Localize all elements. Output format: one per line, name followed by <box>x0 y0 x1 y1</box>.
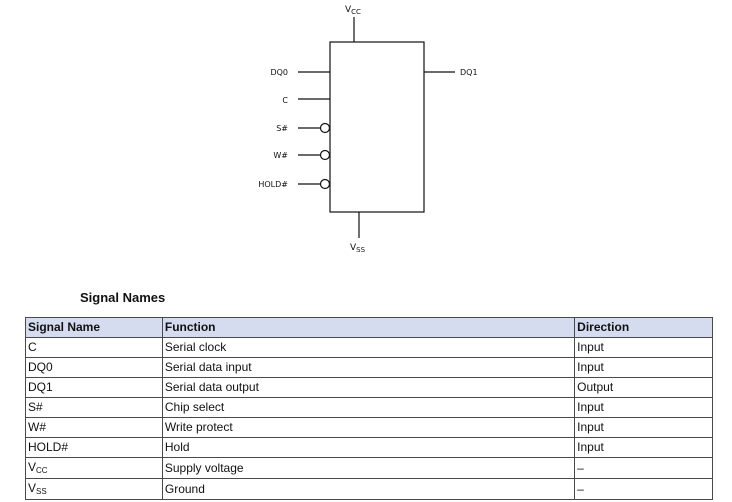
cell-direction: Input <box>574 417 713 438</box>
cell-direction: Input <box>574 437 713 458</box>
cell-signal-name: S# <box>25 397 163 418</box>
cell-direction: Input <box>574 357 713 378</box>
pin-label-hold: HOLD# <box>258 180 288 189</box>
section-title: Signal Names <box>80 290 166 305</box>
cell-function: Ground <box>161 478 576 500</box>
cell-function: Serial data output <box>161 377 576 398</box>
cell-signal-name: VCC <box>25 457 163 479</box>
pin-bubble-hold <box>319 178 331 190</box>
cell-signal-name: C <box>25 337 163 358</box>
vss-label: VSS <box>350 243 366 254</box>
cell-direction: Input <box>574 397 713 418</box>
cell-function: Serial clock <box>161 337 576 358</box>
pin-label-s: S# <box>276 124 288 133</box>
cell-function: Hold <box>161 437 576 458</box>
header-signal-name: Signal Name <box>25 317 163 338</box>
pin-label-dq1: DQ1 <box>460 68 478 77</box>
pin-bubble-s <box>319 122 331 134</box>
cell-signal-name: VSS <box>25 478 163 500</box>
pin-bubble-w <box>319 149 331 161</box>
table-header-row: Signal Name Function Direction <box>25 317 713 338</box>
cell-direction: – <box>574 478 713 500</box>
cell-signal-name: HOLD# <box>25 437 163 458</box>
header-function: Function <box>161 317 576 338</box>
cell-direction: Output <box>574 377 713 398</box>
cell-direction: – <box>574 457 713 479</box>
vcc-label: VCC <box>345 5 361 16</box>
header-direction: Direction <box>574 317 713 338</box>
logic-diagram: VCC VSS DQ0 C S# W# HOLD# DQ1 <box>258 5 478 254</box>
cell-function: Serial data input <box>161 357 576 378</box>
cell-signal-name: DQ1 <box>25 377 163 398</box>
cell-function: Supply voltage <box>161 457 576 479</box>
cell-signal-name: DQ0 <box>25 357 163 378</box>
cell-function: Chip select <box>161 397 576 418</box>
cell-signal-name: W# <box>25 417 163 438</box>
pin-label-w: W# <box>273 151 288 160</box>
cell-direction: Input <box>574 337 713 358</box>
cell-function: Write protect <box>161 417 576 438</box>
pin-label-dq0: DQ0 <box>270 68 288 77</box>
chip-body <box>329 41 425 213</box>
pin-label-c: C <box>282 96 288 105</box>
